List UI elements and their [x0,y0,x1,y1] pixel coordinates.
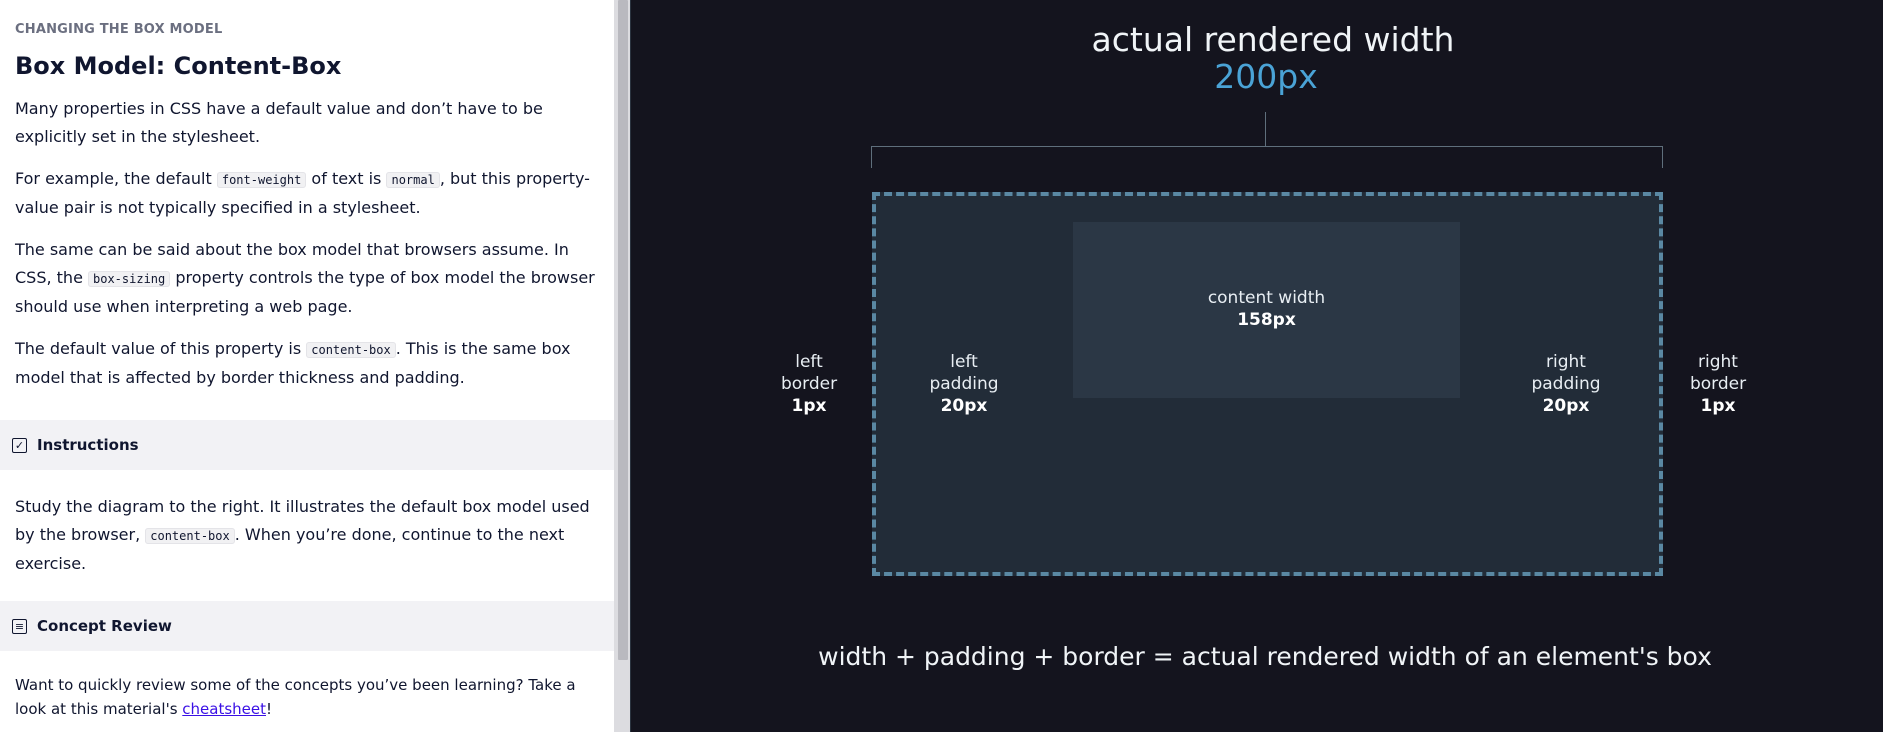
text: . This is the same box model that is aff… [15,339,571,387]
text: ! [266,700,273,718]
box-model-formula: width + padding + border = actual render… [818,642,1712,671]
box-model-diagram: actual rendered width 200px content widt… [631,0,1883,732]
right-padding-word1: right [1546,352,1586,372]
text: The default value of this property is [15,339,307,358]
left-padding-word1: left [950,352,978,372]
lesson-content: CHANGING THE BOX MODEL Box Model: Conten… [0,0,614,392]
concept-review-body: Want to quickly review some of the conce… [15,673,595,721]
content-width-caption: content width [1207,288,1326,308]
left-border-value: 1px [791,396,827,416]
left-padding-value: 20px [940,396,988,416]
instructions-label: Instructions [37,436,139,454]
left-padding-word2: padding [929,374,999,394]
text: . When you’re done, continue to the next… [15,525,565,573]
cheatsheet-link[interactable]: cheatsheet [182,700,266,718]
instructions-header[interactable]: ✓ Instructions [0,420,614,470]
right-padding-word2: padding [1531,374,1601,394]
lesson-panel: CHANGING THE BOX MODEL Box Model: Conten… [0,0,614,732]
text: property controls the type of box model … [15,268,595,316]
rendered-width-value: 200px [1214,57,1318,96]
code-content-box: content-box [145,528,235,544]
right-padding-label: right padding 20px [1516,351,1616,417]
width-bracket-right [1662,146,1663,168]
right-border-word1: right [1698,352,1738,372]
code-font-weight: font-weight [216,172,307,188]
right-padding-value: 20px [1542,396,1590,416]
concept-review-header[interactable]: ≡ Concept Review [0,601,614,651]
right-border-label: right border 1px [1668,351,1768,417]
text: of text is [306,169,387,188]
code-content-box: content-box [306,342,396,358]
panel-divider[interactable] [630,0,631,732]
text: The same can be said about the box model… [15,240,569,287]
content-width-value: 158px [1237,310,1296,330]
width-bracket-left [871,146,872,168]
lesson-paragraph-3: The same can be said about the box model… [15,236,602,321]
width-bracket-bar [871,146,1663,147]
checkbox-icon: ✓ [12,437,27,453]
left-border-word1: left [795,352,823,372]
text: , but this property-value pair is not ty… [15,169,590,217]
document-icon: ≡ [12,618,27,634]
left-border-word2: border [780,374,838,394]
lesson-title: Box Model: Content-Box [15,52,342,80]
right-border-word2: border [1689,374,1747,394]
instructions-text: Study the diagram to the right. It illus… [15,493,595,578]
text: Want to quickly review some of the conce… [15,676,576,718]
diagram-title: actual rendered width [1091,20,1455,59]
content-area [1073,222,1460,398]
lesson-paragraph-4: The default value of this property is co… [15,335,602,392]
width-bracket-stem [1265,112,1266,146]
lesson-paragraph-2: For example, the default font-weight of … [15,165,602,222]
content-width-label: content width 158px [1073,287,1460,331]
concept-review-label: Concept Review [37,617,172,635]
instructions-body: Study the diagram to the right. It illus… [15,493,595,578]
lesson-eyebrow: CHANGING THE BOX MODEL [15,22,223,37]
left-padding-label: left padding 20px [914,351,1014,417]
scrollbar-thumb[interactable] [618,0,628,660]
code-normal: normal [386,172,440,188]
text: For example, the default [15,169,217,188]
right-border-value: 1px [1700,396,1736,416]
code-box-sizing: box-sizing [88,271,171,287]
text: Study the diagram to the right. It illus… [15,497,590,544]
lesson-paragraph-1: Many properties in CSS have a default va… [15,99,543,146]
left-border-label: left border 1px [759,351,859,417]
concept-review-text: Want to quickly review some of the conce… [15,673,595,721]
